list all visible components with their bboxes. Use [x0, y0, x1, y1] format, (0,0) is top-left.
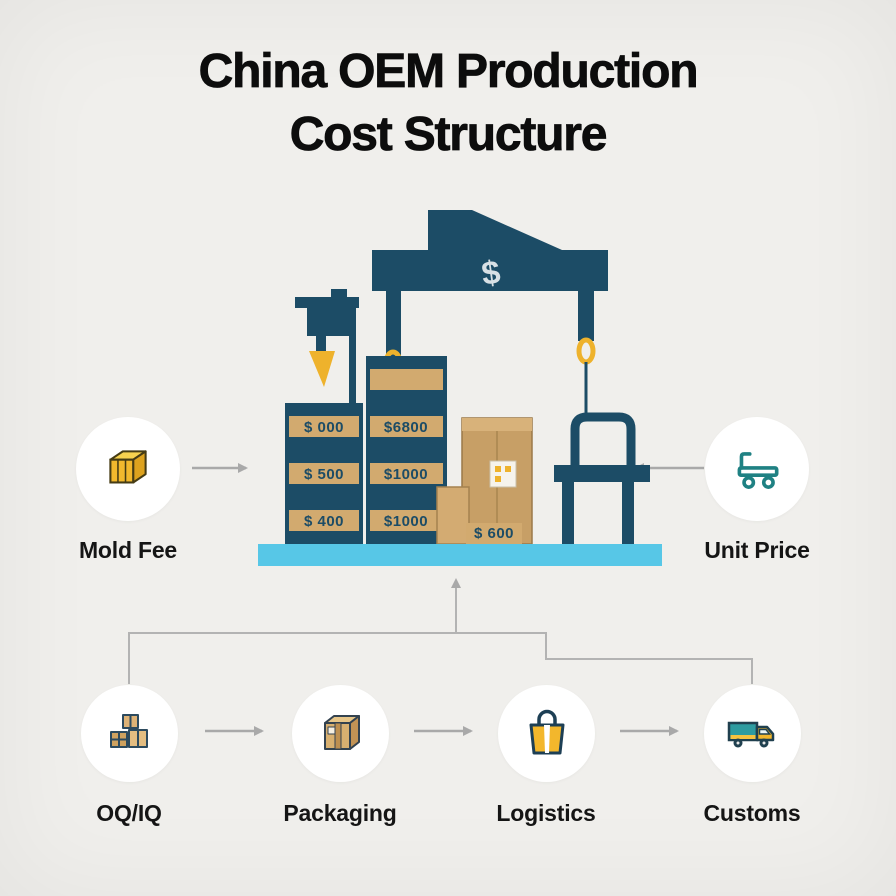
cart-icon: [737, 452, 779, 489]
cardboard-boxes: $ 600: [436, 417, 533, 545]
crate-price-label: $ 500: [304, 466, 344, 483]
packaging-node: [292, 685, 389, 782]
winch-machine: [295, 289, 359, 403]
truck-icon: [727, 721, 774, 747]
crate-price-label: $1000: [384, 513, 428, 530]
gantry-crane: $: [372, 210, 608, 419]
bag-icon: [529, 709, 564, 754]
unit-price-label: Unit Price: [704, 537, 810, 563]
logistics-node: [498, 685, 595, 782]
customs-node: [704, 685, 801, 782]
oqiq-node: [81, 685, 178, 782]
crate-price-label: $ 400: [304, 513, 344, 530]
lifting-frame-cart: [554, 412, 650, 544]
packaging-label: Packaging: [283, 800, 397, 826]
crate-stack-middle: $6800 $1000 $1000: [366, 356, 447, 544]
crate-price-label: $1000: [384, 466, 428, 483]
crate-price-label: $6800: [384, 419, 428, 436]
mold-fee-node: [76, 417, 180, 521]
hanging-weight: [309, 351, 335, 387]
oqiq-label: OQ/IQ: [96, 800, 162, 826]
crane-hook-right: [576, 337, 596, 365]
logistics-label: Logistics: [496, 800, 596, 826]
connector-tree: [128, 632, 753, 684]
crate-price-label: $ 600: [474, 525, 514, 542]
unit-price-node: [705, 417, 809, 521]
page-title: China OEM Production Cost Structure: [0, 40, 896, 166]
title-line-1: China OEM Production: [198, 45, 699, 99]
boxes-icon: [109, 713, 148, 748]
loading-platform: [258, 544, 662, 566]
title-line-2: Cost Structure: [289, 108, 608, 162]
mold-fee-label: Mold Fee: [78, 537, 178, 563]
crane-illustration: $ $ 000 $ 500 $ 400: [258, 210, 662, 566]
crate-price-label: $ 000: [304, 419, 344, 436]
crate-icon: [109, 450, 147, 484]
shipping-label: [489, 460, 517, 488]
crate-stack-left: $ 000 $ 500 $ 400: [285, 403, 363, 544]
package-icon: [323, 714, 360, 750]
customs-label: Customs: [703, 800, 801, 826]
crane-dollar-emblem: $: [479, 253, 502, 292]
